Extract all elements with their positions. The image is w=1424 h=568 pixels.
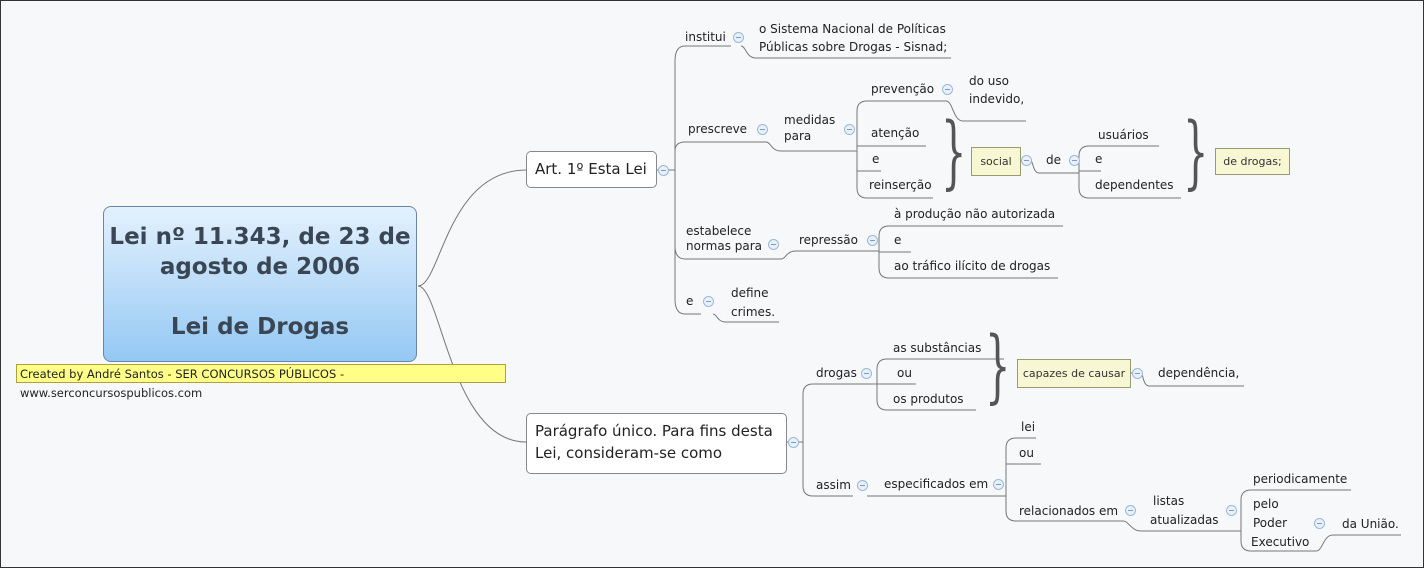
topic-e[interactable]: e <box>872 152 880 166</box>
topic-medidas-line1[interactable]: medidas <box>784 113 836 127</box>
topic-capazes[interactable]: capazes de causar <box>1017 359 1131 388</box>
collapse-icon[interactable] <box>867 235 878 246</box>
topic-pelo-line1[interactable]: pelo <box>1253 497 1279 511</box>
collapse-icon[interactable] <box>844 124 855 135</box>
topic-periodicamente[interactable]: periodicamente <box>1253 472 1348 486</box>
topic-relacionados[interactable]: relacionados em <box>1019 504 1119 518</box>
topic-assim[interactable]: assim <box>816 478 851 492</box>
topic-ou2[interactable]: ou <box>1019 446 1034 460</box>
topic-e2[interactable]: e <box>1095 152 1103 166</box>
topic-define-line1[interactable]: define <box>731 286 769 300</box>
paragrafo-line2: Lei, consideram-se como <box>535 444 723 462</box>
topic-reinsercao[interactable]: reinserção <box>869 178 932 192</box>
topic-social[interactable]: social <box>971 147 1021 176</box>
collapse-icon[interactable] <box>1021 155 1032 166</box>
topic-producao[interactable]: à produção não autorizada <box>894 207 1056 221</box>
collapse-icon[interactable] <box>857 480 868 491</box>
central-title-line1: Lei nº 11.343, de 23 de <box>109 224 411 250</box>
topic-especificados[interactable]: especificados em <box>884 477 989 491</box>
topic-substancias[interactable]: as substâncias <box>893 341 982 355</box>
topic-repressao[interactable]: repressão <box>799 233 858 247</box>
topic-ou[interactable]: ou <box>897 366 912 380</box>
topic-e3[interactable]: e <box>894 233 902 247</box>
topic-prescreve[interactable]: prescreve <box>688 122 748 136</box>
collapse-icon[interactable] <box>1314 518 1325 529</box>
topic-institui[interactable]: institui <box>685 30 726 44</box>
topic-de-drogas[interactable]: de drogas; <box>1215 148 1290 175</box>
topic-uniao[interactable]: da União. <box>1342 517 1399 531</box>
collapse-icon[interactable] <box>788 437 799 448</box>
topic-medidas-line2[interactable]: para <box>784 129 812 143</box>
topic-trafico[interactable]: ao tráfico ilícito de drogas <box>894 259 1051 273</box>
topic-sisnad-line2[interactable]: Públicas sobre Drogas - Sisnad; <box>759 40 948 54</box>
central-title-line2: agosto de 2006 <box>159 254 361 280</box>
topic-estabelece-line2[interactable]: normas para <box>686 239 763 253</box>
topic-pelo-line3[interactable]: Executivo <box>1251 535 1310 549</box>
topic-drogas[interactable]: drogas <box>816 366 857 380</box>
topic-paragrafo[interactable]: Parágrafo único. Para fins desta Lei, co… <box>526 413 787 474</box>
topic-douso-line2[interactable]: indevido, <box>969 92 1025 106</box>
collapse-icon[interactable] <box>1226 505 1237 516</box>
collapse-icon[interactable] <box>993 479 1004 490</box>
collapse-icon[interactable] <box>703 296 714 307</box>
topic-lei[interactable]: lei <box>1021 420 1036 434</box>
central-topic[interactable]: Lei nº 11.343, de 23 de agosto de 2006 L… <box>103 206 417 362</box>
collapse-icon[interactable] <box>1125 505 1136 516</box>
topic-douso-line1[interactable]: do uso <box>969 74 1009 88</box>
topic-de[interactable]: de <box>1046 153 1061 167</box>
topic-listas-line1[interactable]: listas <box>1153 494 1185 508</box>
collapse-icon[interactable] <box>861 368 872 379</box>
collapse-icon[interactable] <box>658 165 669 176</box>
collapse-icon[interactable] <box>733 32 744 43</box>
topic-dependencia[interactable]: dependência, <box>1158 366 1240 380</box>
topic-produtos[interactable]: os produtos <box>893 392 964 406</box>
topic-dependentes[interactable]: dependentes <box>1095 178 1174 192</box>
topic-usuarios[interactable]: usuários <box>1098 128 1149 142</box>
collapse-icon[interactable] <box>1132 368 1143 379</box>
topic-e4[interactable]: e <box>686 294 694 308</box>
topic-atencao[interactable]: atenção <box>871 126 920 140</box>
collapse-icon[interactable] <box>757 124 768 135</box>
topic-pelo-line2[interactable]: Poder <box>1253 516 1288 530</box>
topic-estabelece-line1[interactable]: estabelece <box>686 224 752 238</box>
topic-prevencao[interactable]: prevenção <box>871 82 935 96</box>
collapse-icon[interactable] <box>1069 155 1080 166</box>
collapse-icon[interactable] <box>942 84 953 95</box>
watermark-label: Created by André Santos - SER CONCURSOS … <box>16 364 506 400</box>
topic-art1[interactable]: Art. 1º Esta Lei <box>526 151 657 188</box>
topic-sisnad-line1[interactable]: o Sistema Nacional de Políticas <box>759 22 946 36</box>
brace-icon: } <box>941 105 967 198</box>
brace-icon: } <box>1183 105 1209 198</box>
brace-icon: } <box>985 319 1011 412</box>
topic-listas-line2[interactable]: atualizadas <box>1150 513 1219 527</box>
central-title-line3: Lei de Drogas <box>170 314 350 340</box>
topic-define-line2[interactable]: crimes. <box>731 305 776 319</box>
paragrafo-line1: Parágrafo único. Para fins desta <box>535 422 773 440</box>
collapse-icon[interactable] <box>768 239 779 250</box>
